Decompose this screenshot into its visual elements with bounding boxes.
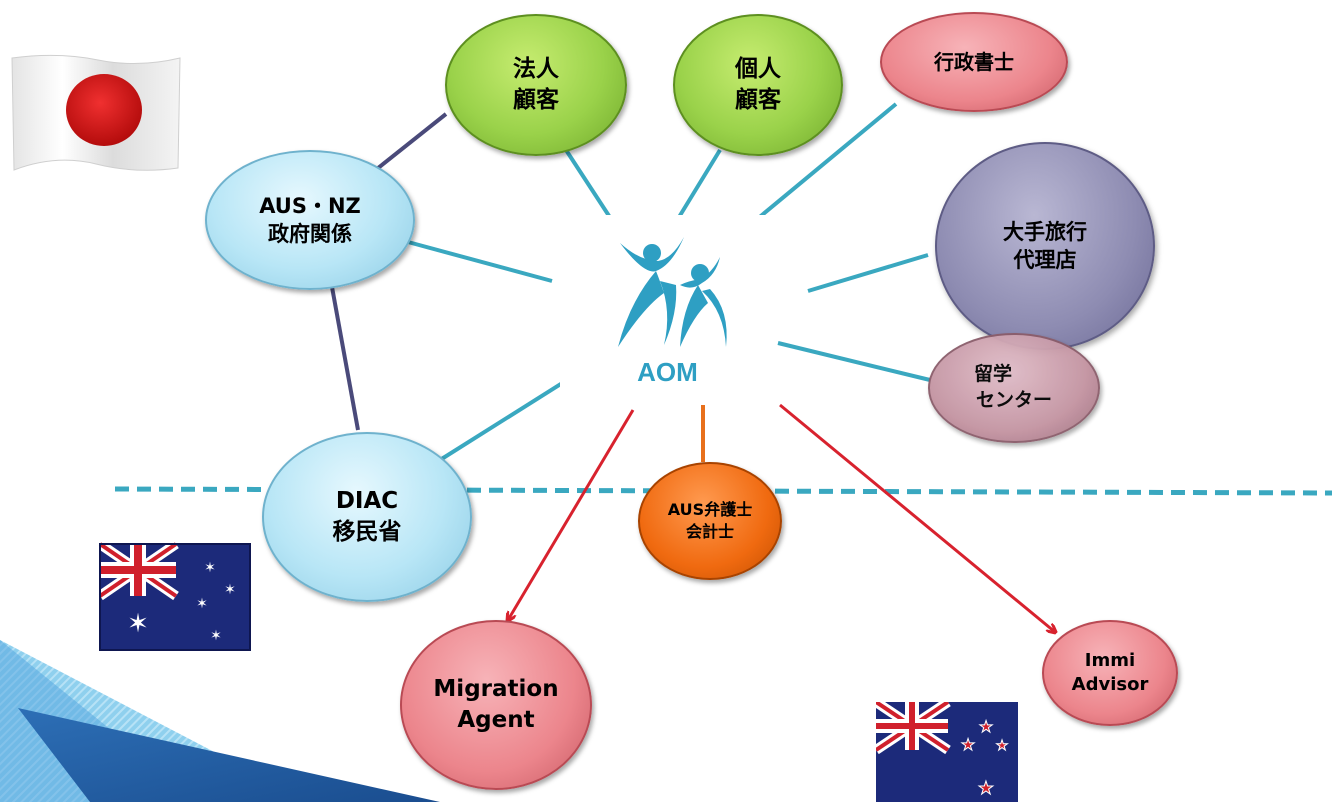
aom-logo-icon — [618, 237, 727, 347]
aom-logo: AOM — [560, 215, 775, 405]
node-kojin-line1: 個人 — [735, 55, 781, 82]
link-ausnz-aom — [407, 240, 553, 283]
node-bengoshi-line1: AUS弁護士 — [667, 500, 753, 520]
node-immi-advisor[interactable]: Immi Advisor — [1042, 620, 1178, 726]
svg-text:✶: ✶ — [210, 628, 222, 644]
node-ryoko-line1: 大手旅行 — [1003, 219, 1087, 244]
node-gyosei-line1: 行政書士 — [934, 49, 1014, 74]
svg-text:★: ★ — [961, 735, 975, 754]
node-gyosei-shoshi[interactable]: 行政書士 — [880, 12, 1068, 112]
link-kojin-aom — [674, 148, 722, 224]
node-aus-bengoshi[interactable]: AUS弁護士 会計士 — [638, 462, 782, 580]
node-ryoko-dairiten[interactable]: 大手旅行 代理店 — [935, 142, 1155, 350]
link-ryugaku-aom — [777, 341, 931, 382]
svg-text:★: ★ — [978, 778, 994, 799]
link-gyosei-aom — [754, 102, 898, 222]
node-migration-line2: Agent — [457, 707, 535, 733]
node-immi-line2: Advisor — [1071, 674, 1149, 695]
node-ryugaku-line1: 留学 — [974, 363, 1013, 386]
node-diac-iminsho[interactable]: DIAC 移民省 — [262, 432, 472, 602]
svg-text:★: ★ — [979, 717, 993, 736]
node-migration-line1: Migration — [433, 675, 559, 702]
arrow-aom-immi — [779, 403, 1055, 632]
svg-text:✶: ✶ — [196, 596, 208, 612]
node-ausnz-line2: 政府関係 — [268, 222, 352, 246]
node-hojin-line2: 顧客 — [513, 87, 559, 113]
node-migration-agent[interactable]: Migration Agent — [400, 620, 592, 790]
node-ryugaku-center[interactable]: 留学 センター — [928, 333, 1100, 443]
node-immi-line1: Immi — [1084, 649, 1136, 671]
japan-flag — [11, 54, 181, 171]
node-hojin-kokyaku[interactable]: 法人 顧客 — [445, 14, 627, 156]
arrow-aom-migration — [508, 409, 635, 620]
node-ausnz-line1: AUS・NZ — [259, 193, 361, 218]
node-kojin-kokyaku[interactable]: 個人 顧客 — [673, 14, 843, 156]
svg-text:★: ★ — [996, 738, 1009, 754]
node-diac-line2: 移民省 — [332, 519, 402, 545]
australia-flag: ✶ ✶ ✶ ✶ ✶ — [98, 542, 251, 651]
link-hojin-aom — [564, 148, 615, 224]
node-ryoko-line2: 代理店 — [1013, 248, 1077, 272]
svg-text:✶: ✶ — [224, 582, 236, 598]
link-ausnz-diac — [328, 275, 360, 431]
node-diac-line1: DIAC — [335, 487, 399, 514]
node-kojin-line2: 顧客 — [735, 87, 781, 113]
link-ryoko-aom — [807, 253, 929, 293]
aom-label: AOM — [637, 357, 698, 387]
svg-text:✶: ✶ — [204, 560, 216, 576]
node-hojin-line1: 法人 — [513, 55, 559, 82]
node-bengoshi-line2: 会計士 — [685, 522, 734, 541]
link-diac-aom — [438, 368, 585, 462]
new-zealand-flag: ★ ★ ★ ★ — [876, 702, 1018, 802]
node-ausnz-seifu[interactable]: AUS・NZ 政府関係 — [205, 150, 415, 290]
node-ryugaku-line2: センター — [975, 389, 1052, 411]
svg-text:✶: ✶ — [127, 609, 149, 639]
decorative-chevron — [0, 640, 440, 802]
